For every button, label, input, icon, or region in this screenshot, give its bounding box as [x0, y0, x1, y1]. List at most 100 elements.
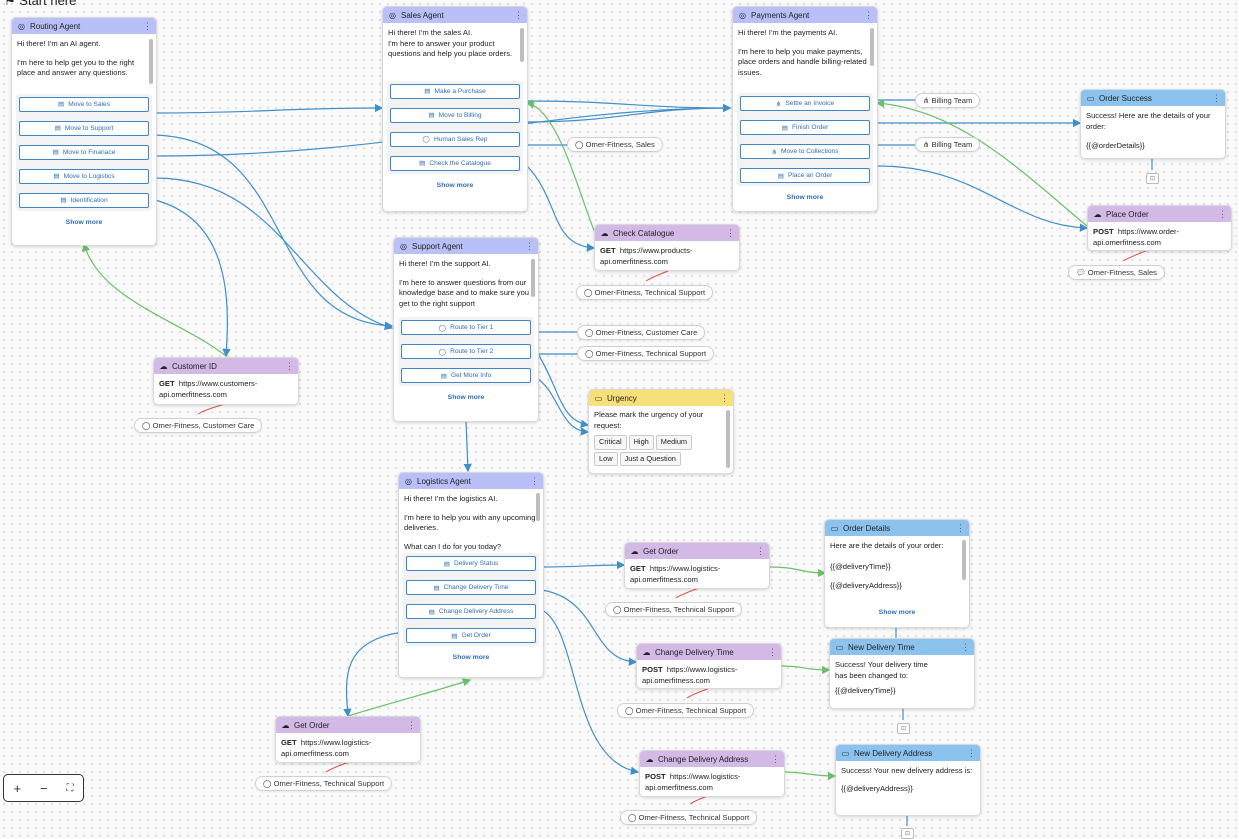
chat-icon: ◯	[584, 288, 593, 297]
show-more-link[interactable]: Show more	[452, 654, 490, 661]
node-menu-icon[interactable]: ⋮	[720, 392, 729, 403]
option-medium[interactable]: Medium	[655, 435, 693, 450]
delivery-status-button[interactable]: ▤Delivery Status	[406, 556, 536, 571]
move-to-logistics-button[interactable]: ▤Move to Logistics	[19, 168, 149, 184]
node-menu-icon[interactable]: ⋮	[285, 360, 294, 371]
route-to-tier-2-button[interactable]: ◯Route to Tier 2	[401, 344, 531, 359]
tech-support-pill[interactable]: ◯ Omer-Fitness, Technical Support	[577, 346, 715, 361]
show-more-link[interactable]: Show more	[436, 181, 474, 189]
change-delivery-time-button[interactable]: ▤Change Delivery Time	[406, 580, 536, 595]
show-more-link[interactable]: Show more	[786, 194, 824, 201]
new-delivery-address-node[interactable]: ▭New Delivery Address⋮ Success! Your new…	[835, 744, 981, 816]
scrollbar[interactable]	[726, 410, 730, 468]
sales-agent-node[interactable]: ◎Sales Agent⋮ Hi there! I'm the sales AI…	[382, 6, 528, 212]
billing-team-pill[interactable]: ⋔ Billing Team	[915, 137, 981, 152]
zoom-in-button[interactable]: +	[13, 780, 22, 796]
change-delivery-time-node[interactable]: ☁Change Delivery Time⋮ POST https://www.…	[636, 643, 782, 689]
option-low[interactable]: Low	[594, 451, 618, 466]
change-delivery-address-node[interactable]: ☁Change Delivery Address⋮ POST https://w…	[639, 750, 785, 797]
scrollbar[interactable]	[149, 39, 153, 84]
sales-auth-pill[interactable]: ◯ Omer-Fitness, Sales	[567, 137, 663, 152]
place-order-node[interactable]: ☁Place Order⋮ POST https://www.order-api…	[1087, 205, 1232, 251]
node-menu-icon[interactable]: ⋮	[1218, 208, 1227, 219]
get-more-info-button[interactable]: ▤Get More Info	[401, 368, 531, 383]
node-menu-icon[interactable]: ⋮	[756, 545, 765, 556]
urgency-node[interactable]: ▭Urgency⋮ Please mark the urgency of you…	[588, 389, 734, 474]
check-catalogue-button[interactable]: ▤Check the Catalogue	[390, 155, 520, 171]
start-here[interactable]: ⚑ Start here	[4, 0, 77, 8]
show-more-link[interactable]: Show more	[65, 218, 103, 226]
auth-pill[interactable]: ◯ Omer-Fitness, Technical Support	[255, 776, 393, 791]
change-delivery-address-button[interactable]: ▤Change Delivery Address	[406, 604, 536, 619]
order-success-node[interactable]: ▭Order Success⋮ Success! Here are the de…	[1080, 89, 1226, 159]
support-agent-node[interactable]: ◎Support Agent⋮ Hi there! I'm the suppor…	[393, 237, 539, 422]
option-just-a-question[interactable]: Just a Question	[619, 451, 681, 466]
routing-agent-node[interactable]: ◎Routing Agent⋮ Hi there! I'm an AI agen…	[11, 17, 157, 246]
place-an-order-button[interactable]: ▤Place an Order	[740, 168, 870, 183]
edge	[347, 678, 472, 717]
move-to-collections-button[interactable]: ⋔Move to Collections	[740, 144, 870, 159]
customer-id-node[interactable]: ☁Customer ID⋮ GET https://www.customers-…	[153, 357, 299, 405]
node-menu-icon[interactable]: ⋮	[768, 646, 777, 657]
billing-team-pill[interactable]: ⋔ Billing Team	[915, 93, 981, 108]
hierarchy-icon: ⋔	[923, 96, 930, 105]
get-order-button[interactable]: ▤Get Order	[406, 628, 536, 643]
add-step-icon[interactable]: ⊡	[1146, 173, 1159, 184]
node-menu-icon[interactable]: ⋮	[530, 475, 539, 486]
node-menu-icon[interactable]: ⋮	[726, 227, 735, 238]
node-menu-icon[interactable]: ⋮	[771, 753, 780, 764]
add-step-icon[interactable]: ⊡	[901, 828, 914, 839]
edge	[526, 103, 732, 123]
move-to-support-button[interactable]: ▤Move to Support	[19, 120, 149, 136]
move-to-sales-button[interactable]: ▤Move to Sales	[19, 96, 149, 112]
customer-care-pill[interactable]: ◯ Omer-Fitness, Customer Care	[577, 325, 706, 340]
new-delivery-time-node[interactable]: ▭New Delivery Time⋮ Success! Your delive…	[829, 638, 975, 709]
node-menu-icon[interactable]: ⋮	[864, 9, 873, 20]
order-details-node[interactable]: ▭Order Details⋮ Here are the details of …	[824, 519, 970, 628]
check-catalogue-node[interactable]: ☁Check Catalogue⋮ GET https://www.produc…	[594, 224, 740, 271]
make-a-purchase-button[interactable]: ▤Make a Purchase	[390, 83, 520, 99]
auth-pill[interactable]: ◯ Omer-Fitness, Customer Care	[134, 418, 263, 433]
node-menu-icon[interactable]: ⋮	[1212, 92, 1221, 103]
human-sales-rep-button[interactable]: ◯Human Sales Rep	[390, 131, 520, 147]
node-title: Order Details	[843, 523, 891, 533]
node-menu-icon[interactable]: ⋮	[407, 719, 416, 730]
payments-agent-node[interactable]: ◎Payments Agent⋮ Hi there! I'm the payme…	[732, 6, 878, 212]
node-menu-icon[interactable]: ⋮	[143, 20, 152, 31]
logistics-agent-node[interactable]: ◎Logistics Agent⋮ Hi there! I'm the logi…	[398, 472, 544, 678]
auth-pill[interactable]: ◯ Omer-Fitness, Technical Support	[576, 285, 714, 300]
route-to-tier-1-button[interactable]: ◯Route to Tier 1	[401, 320, 531, 335]
scrollbar[interactable]	[536, 493, 540, 521]
get-order-node[interactable]: ☁Get Order⋮ GET https://www.logistics-ap…	[275, 716, 421, 763]
node-title: Logistics Agent	[417, 476, 471, 486]
add-step-icon[interactable]: ⊡	[897, 723, 910, 734]
settle-invoice-button[interactable]: ⋔Settle an Invoice	[740, 96, 870, 111]
auth-pill[interactable]: ◯ Omer-Fitness, Technical Support	[620, 810, 758, 825]
option-critical[interactable]: Critical	[594, 435, 627, 450]
auth-pill[interactable]: ◯ Omer-Fitness, Technical Support	[605, 602, 743, 617]
option-high[interactable]: High	[628, 435, 654, 450]
document-icon: ▤	[428, 608, 435, 616]
zoom-out-button[interactable]: −	[40, 780, 48, 796]
auth-pill[interactable]: ◯ Omer-Fitness, Technical Support	[617, 703, 755, 718]
message-text: Hi there! I'm an AI agent.	[17, 39, 101, 48]
scrollbar[interactable]	[531, 259, 535, 297]
fit-view-button[interactable]: ⛶	[66, 782, 74, 794]
identification-button[interactable]: ▤Identification	[19, 192, 149, 208]
scrollbar[interactable]	[520, 28, 524, 62]
finish-order-button[interactable]: ▤Finish Order	[740, 120, 870, 135]
show-more-link[interactable]: Show more	[878, 609, 916, 616]
show-more-link[interactable]: Show more	[447, 394, 485, 401]
edge	[541, 589, 638, 666]
scrollbar[interactable]	[962, 540, 966, 580]
scrollbar[interactable]	[870, 28, 874, 66]
node-menu-icon[interactable]: ⋮	[956, 522, 965, 533]
node-menu-icon[interactable]: ⋮	[961, 641, 970, 652]
auth-pill[interactable]: 💬︎ Omer-Fitness, Sales	[1068, 265, 1165, 280]
move-to-billing-button[interactable]: ▤Move to Billing	[390, 107, 520, 123]
node-menu-icon[interactable]: ⋮	[525, 240, 534, 251]
node-menu-icon[interactable]: ⋮	[967, 747, 976, 758]
get-order-node[interactable]: ☁Get Order⋮ GET https://www.logistics-ap…	[624, 542, 770, 589]
move-to-finance-button[interactable]: ▤Move to Finanace	[19, 144, 149, 160]
node-menu-icon[interactable]: ⋮	[514, 9, 523, 20]
